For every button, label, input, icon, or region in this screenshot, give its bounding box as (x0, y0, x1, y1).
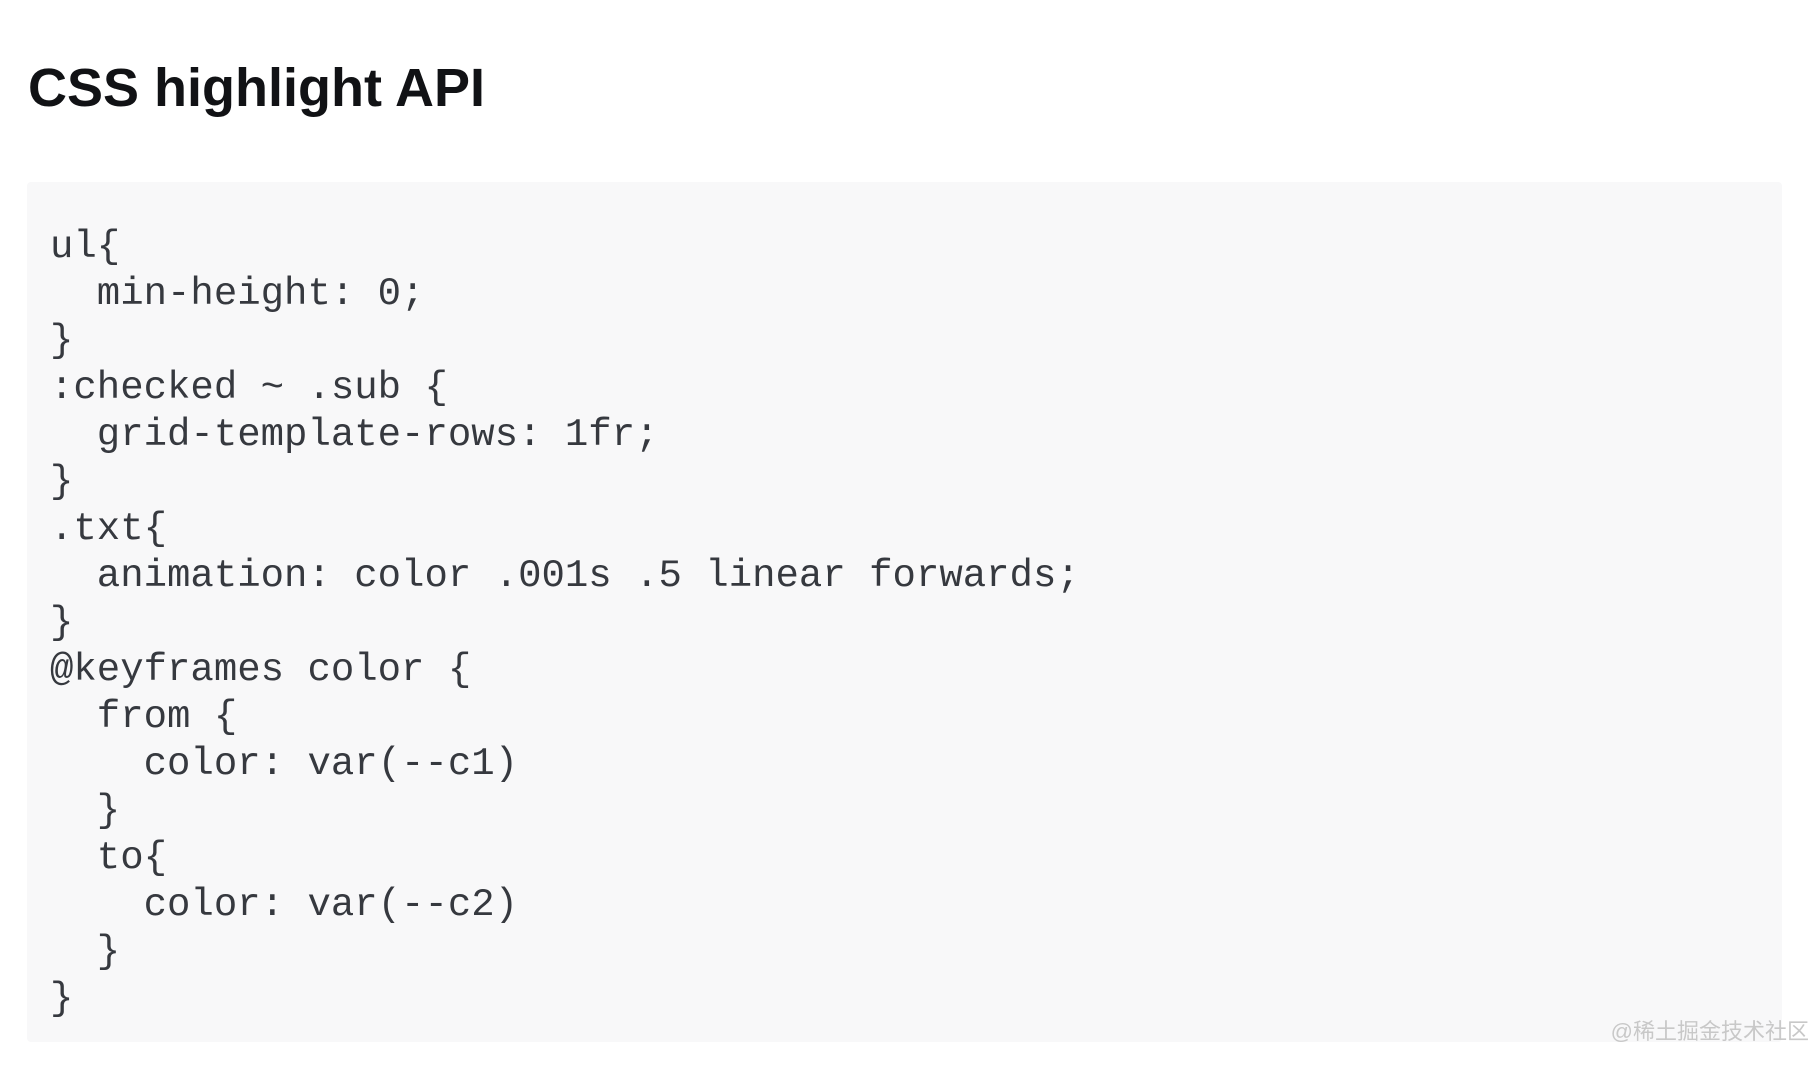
page-title: CSS highlight API (28, 58, 485, 118)
code-block: ul{ min-height: 0; } :checked ~ .sub { g… (27, 182, 1782, 1042)
code-content: ul{ min-height: 0; } :checked ~ .sub { g… (50, 225, 1080, 1021)
watermark: @稀土掘金技术社区 (1610, 1019, 1809, 1044)
